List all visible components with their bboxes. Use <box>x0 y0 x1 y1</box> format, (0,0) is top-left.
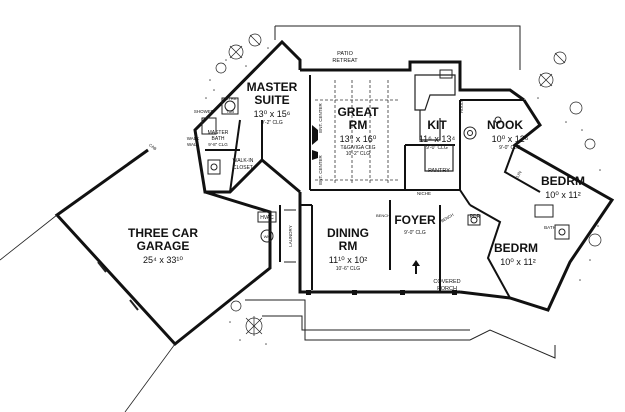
master-bath-label-1: MASTER <box>208 130 229 136</box>
nook-table <box>494 116 502 124</box>
dining-rm-name-2: RM <box>339 239 358 253</box>
garage-driveway <box>0 214 176 412</box>
ent-center-label-2: ENT. CENTER <box>318 155 323 185</box>
great-rm-ceiling-1: T&G/VIGA CLG <box>340 145 375 151</box>
garage-name-2: GARAGE <box>137 239 190 253</box>
walk-in-closet-label-2: CLOSET <box>233 165 253 171</box>
kit-name: KIT <box>427 118 447 132</box>
bedrm-1-dims: 10⁰ x 11² <box>545 190 580 200</box>
master-bath-ceiling: 9'-8" CLG <box>208 142 228 147</box>
dining-rm-name-1: DINING <box>327 226 369 240</box>
nook-dims: 10⁰ x 12⁶ <box>492 134 529 144</box>
bath-label: BATH <box>544 225 556 230</box>
interior-walls <box>205 75 524 292</box>
patio-outline <box>274 25 521 70</box>
bedrm-1-name: BEDRM <box>541 174 585 188</box>
master-bath-fixtures <box>201 97 239 175</box>
foyer-bench-label: BENCH <box>440 212 455 223</box>
garage-cab-label: CAB <box>148 142 158 151</box>
bench-label: BENCH <box>376 213 390 218</box>
laundry-label: LAUNDRY <box>288 225 293 246</box>
garage-name-1: THREE CAR <box>128 226 198 240</box>
walk-in-closet-label-1: WALK-IN <box>233 158 254 164</box>
ent-center-label-1: ENT. CENTER <box>318 103 323 133</box>
hvac-label: HVAC <box>260 215 274 221</box>
bedrm-2-name: BEDRM <box>494 241 538 255</box>
covered-porch-label-1: COVERED <box>433 279 460 285</box>
utility-boxes <box>257 209 296 263</box>
entry-arrow-icon <box>412 260 420 266</box>
foyer-ceiling: 9'-0" CLG <box>404 230 426 236</box>
ultra-tub-label-1: ULTRA <box>224 96 237 101</box>
range-hood-label: HOOD <box>459 101 464 113</box>
covered-porch <box>245 260 556 359</box>
ultra-tub-label-2: TUB <box>226 109 234 114</box>
patio-label-1: PATIO <box>337 51 353 57</box>
shower-label: SHOWER <box>194 109 215 114</box>
great-rm-dims: 13⁰ x 16⁰ <box>340 134 377 144</box>
bedroom-bath-fixtures <box>467 204 570 240</box>
fireplace <box>312 125 318 160</box>
walk-wall-label-1: WALK <box>187 136 200 141</box>
linen-label: LIN <box>515 170 523 179</box>
powder-room-label: PDR <box>470 214 481 220</box>
kit-dims: 11⁶ x 13⁴ <box>419 134 456 144</box>
landscaping <box>205 33 605 345</box>
covered-porch-label-2: PORCH <box>437 286 457 292</box>
master-suite-ceiling: 9'-2" CLG <box>261 120 283 126</box>
master-bath-label-2: BATH <box>212 136 225 142</box>
great-rm-name-1: GREAT <box>337 105 379 119</box>
nook-name: NOOK <box>487 118 523 132</box>
walk-wall-label-2: WALL <box>187 142 200 147</box>
ceiling-beams <box>315 80 400 185</box>
master-suite-name-1: MASTER <box>247 80 298 94</box>
dining-rm-ceiling: 10'-6" CLG <box>336 266 361 272</box>
kit-ceiling: 9'-0" CLG <box>426 145 448 151</box>
pantry-label: PANTRY <box>428 168 450 174</box>
great-rm-name-2: RM <box>349 118 368 132</box>
water-heater-label: WH <box>264 234 271 239</box>
exterior-walls <box>54 39 615 347</box>
patio-label-2: RETREAT <box>332 58 358 64</box>
great-rm-ceiling-2: 10'-2" CLG <box>346 151 371 157</box>
kitchen-fixtures <box>414 69 477 172</box>
nook-ceiling: 9'-0" CLG <box>499 145 521 151</box>
text-labels: PATIO RETREAT MASTER SUITE 13⁰ x 15⁶ 9'-… <box>128 51 585 292</box>
garage-dims: 25⁴ x 33¹⁰ <box>143 255 183 265</box>
bedrm-2-dims: 10⁰ x 11² <box>500 257 535 267</box>
master-suite-dims: 13⁰ x 15⁶ <box>254 109 291 119</box>
dining-rm-dims: 11¹⁰ x 10² <box>329 255 367 265</box>
foyer-name: FOYER <box>394 213 436 227</box>
master-suite-name-2: SUITE <box>254 93 289 107</box>
niche-label: NICHE <box>417 191 431 196</box>
